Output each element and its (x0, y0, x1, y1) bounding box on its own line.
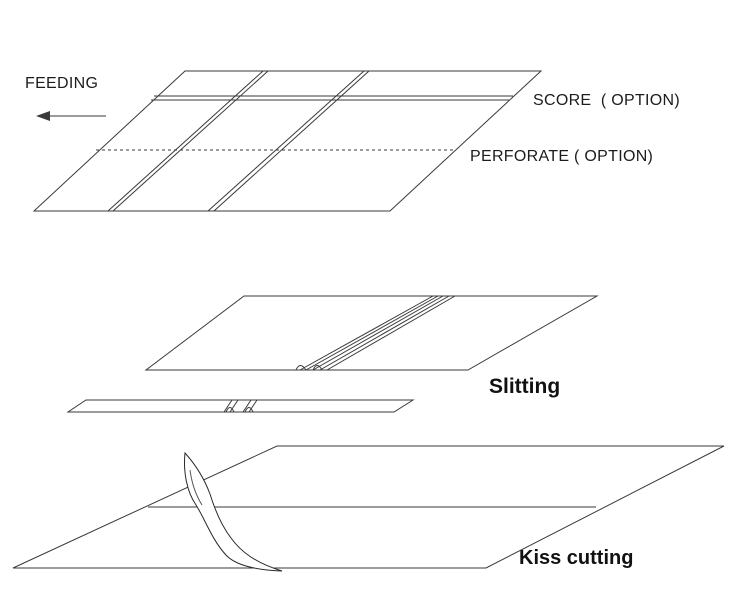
slit-channel-1a (108, 71, 263, 211)
kiss-cutting-sheet (13, 446, 724, 571)
feeding-label: FEEDING (25, 75, 99, 92)
slitting-label: Slitting (489, 375, 561, 398)
perforate-label: PERFORATE ( OPTION) (470, 148, 654, 165)
sheet-outline (34, 71, 541, 211)
slit-channel-2a (208, 71, 364, 211)
score-perforate-sheet (34, 71, 541, 211)
slitting-sheet (146, 296, 597, 370)
peeled-label (184, 453, 282, 571)
kiss-cutting-outline (13, 446, 724, 568)
slit-strip (68, 400, 413, 412)
score-label: SCORE ( OPTION) (533, 92, 681, 109)
slitting-sheet-outline (146, 296, 597, 370)
kiss-cutting-label: Kiss cutting (519, 547, 634, 569)
left-arrow-icon (36, 111, 106, 121)
slit-channel-2b (214, 71, 369, 211)
slit-channel-1b (113, 71, 268, 211)
